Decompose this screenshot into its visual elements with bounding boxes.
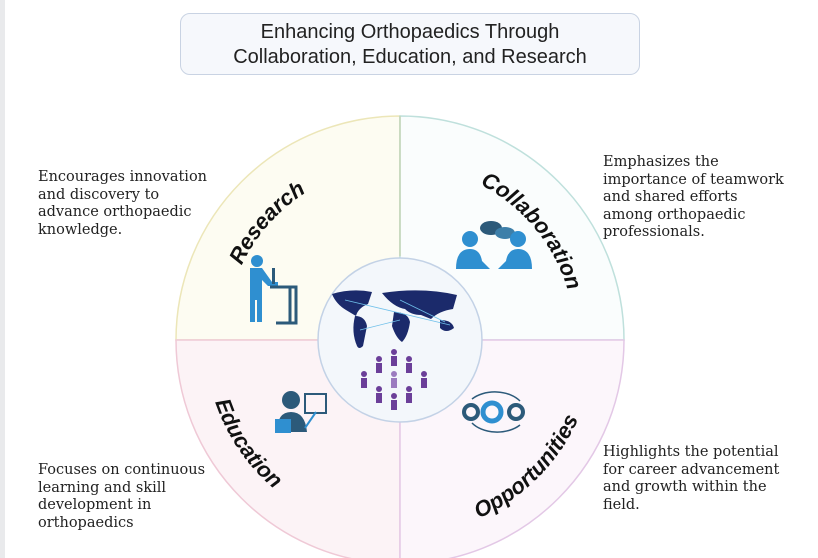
desc-line: Focuses on continuous [38, 462, 206, 478]
desc-line: knowledge. [38, 221, 123, 238]
left-edge [0, 0, 5, 558]
title-line-2: Collaboration, Education, and Research [233, 46, 587, 68]
desc-line: orthopaedics [38, 514, 134, 531]
desc-line: and discovery to [38, 186, 160, 203]
desc-line: learning and skill [38, 479, 167, 496]
opportunities-description: Highlights the potential for career adva… [603, 444, 818, 514]
desc-line: advance orthopaedic [38, 204, 192, 220]
desc-line: development in [38, 497, 152, 513]
desc-line: field. [603, 496, 640, 513]
researcher-microscope-icon [250, 255, 298, 325]
desc-line: importance of teamwork [603, 171, 784, 188]
teacher-board-icon [275, 391, 327, 433]
people-conversation-icon [456, 221, 532, 269]
desc-line: among orthopaedic [603, 206, 746, 223]
desc-line: professionals. [603, 224, 705, 240]
education-description: Focuses on continuous learning and skill… [38, 462, 238, 532]
desc-line: for career advancement [603, 461, 780, 478]
gears-cycle-icon [462, 391, 525, 433]
desc-line: and shared efforts [603, 189, 738, 205]
desc-line: Emphasizes the [603, 154, 719, 170]
desc-line: and growth within the [603, 479, 767, 495]
title-line-1: Enhancing Orthopaedics Through [260, 21, 560, 43]
title-box: Enhancing Orthopaedics Through Collabora… [180, 13, 640, 75]
collaboration-description: Emphasizes the importance of teamwork an… [603, 154, 818, 242]
world-map-network-icon [332, 290, 457, 348]
research-description: Encourages innovation and discovery to a… [38, 169, 238, 239]
desc-line: Encourages innovation [38, 169, 208, 185]
desc-line: Highlights the potential [603, 444, 779, 460]
people-network-icon [361, 349, 427, 410]
